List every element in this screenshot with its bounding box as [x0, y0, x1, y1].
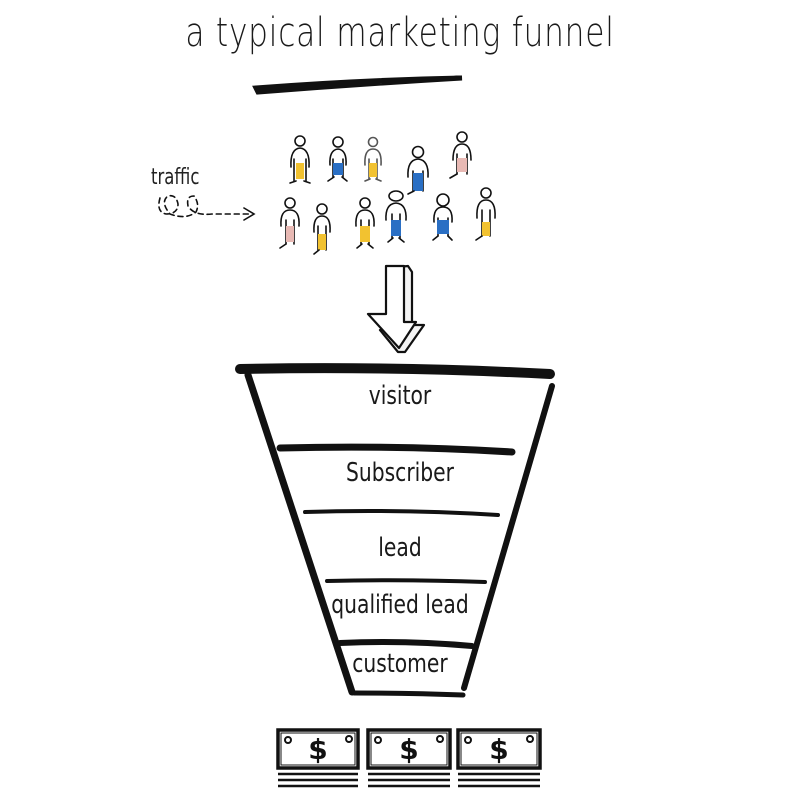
- person-icon: [364, 136, 382, 182]
- money-bill-icon: [456, 728, 542, 788]
- person-icon: [327, 136, 348, 182]
- person-icon: [407, 145, 429, 195]
- stage-visitor: visitor: [368, 381, 432, 411]
- diagram-title: a typical marketing funnel: [185, 10, 615, 56]
- stage-lead: lead: [378, 533, 422, 563]
- person-icon: [313, 203, 331, 255]
- person-icon: [432, 193, 453, 241]
- stage-subscriber: Subscriber: [346, 458, 454, 488]
- down-arrow-icon: [366, 264, 426, 354]
- person-icon: [475, 187, 496, 241]
- person-icon: [449, 131, 472, 179]
- money-bill-icon: [366, 728, 452, 788]
- title-underline: [252, 75, 463, 95]
- money-bill-icon: [276, 728, 360, 788]
- person-icon: [355, 197, 375, 249]
- stage-customer: customer: [352, 649, 448, 679]
- dollar-sign-icon: $: [308, 732, 328, 766]
- person-icon: [385, 190, 407, 243]
- dollar-sign-icon: $: [489, 732, 509, 766]
- money-stack: [276, 728, 542, 788]
- person-icon: [289, 135, 311, 184]
- stage-qualified-lead: qualified lead: [331, 590, 469, 620]
- traffic-label: traffic: [151, 165, 200, 190]
- dollar-sign-icon: $: [399, 732, 419, 766]
- crowd-illustration: [279, 131, 496, 255]
- person-icon: [279, 197, 300, 249]
- funnel-shape: [235, 363, 555, 698]
- traffic-arrow-icon: [158, 194, 256, 221]
